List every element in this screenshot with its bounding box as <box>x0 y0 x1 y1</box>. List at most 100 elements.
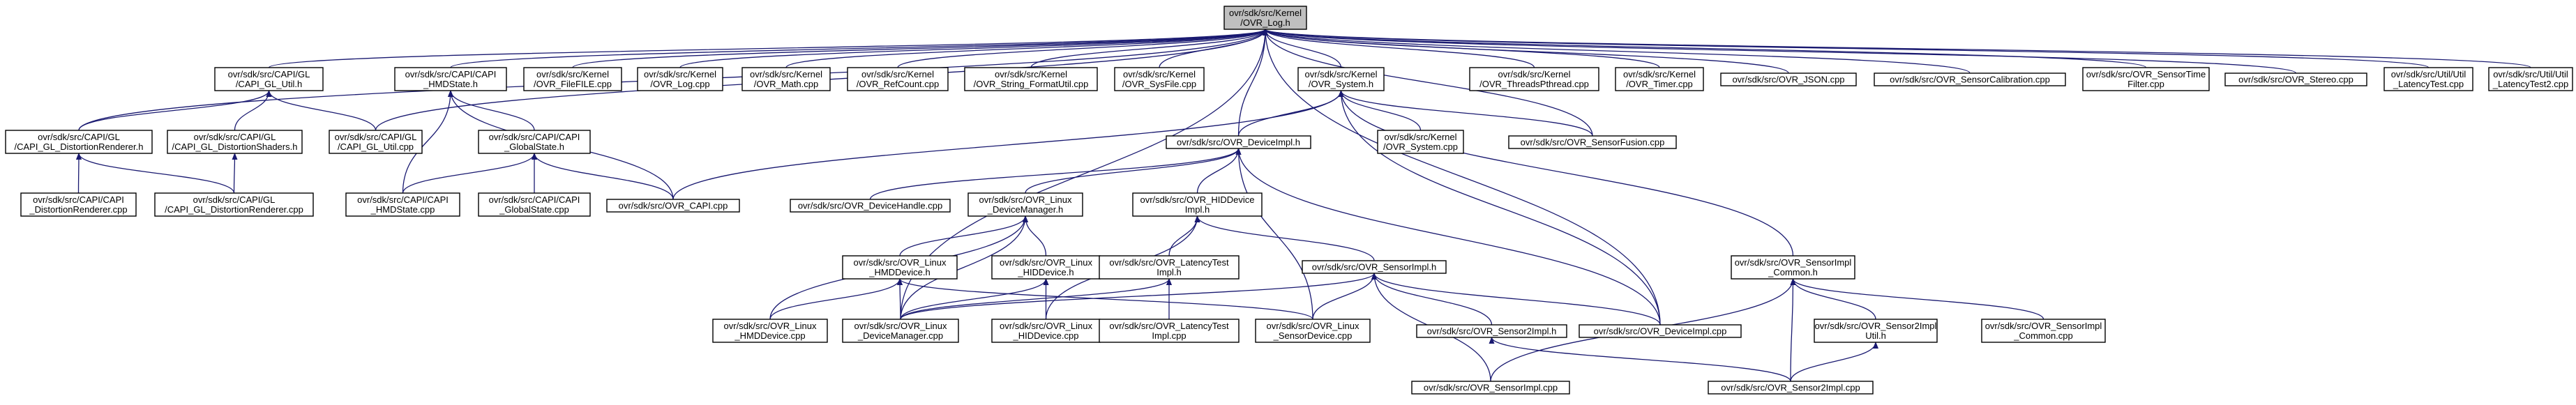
node-box[interactable] <box>1223 6 1307 30</box>
node-sensor2impl_h[interactable]: ovr/sdk/src/OVR_Sensor2Impl.h <box>1416 324 1567 338</box>
node-box[interactable] <box>847 67 949 91</box>
node-ovr_timer_cpp[interactable]: ovr/sdk/src/Kernel/OVR_Timer.cpp <box>1615 67 1704 91</box>
node-box[interactable] <box>1411 381 1570 395</box>
node-capi_globalstate_h[interactable]: ovr/sdk/src/CAPI/CAPI_GlobalState.h <box>478 130 591 154</box>
node-label: ovr/sdk/src/Kernel <box>995 69 1067 79</box>
node-ovr_math_cpp[interactable]: ovr/sdk/src/Kernel/OVR_Math.cpp <box>741 67 831 91</box>
node-box[interactable] <box>329 130 423 154</box>
node-box[interactable] <box>1731 255 1855 280</box>
node-box[interactable] <box>214 67 324 91</box>
node-sensorimpl_common_cpp[interactable]: ovr/sdk/src/OVR_SensorImpl_Common.cpp <box>1981 319 2106 343</box>
node-box[interactable] <box>20 192 137 217</box>
node-box[interactable] <box>712 319 828 343</box>
node-ovr_log_cpp[interactable]: ovr/sdk/src/Kernel/OVR_Log.cpp <box>637 67 723 91</box>
node-box[interactable] <box>1708 381 1874 395</box>
node-capi_gl_distortionrenderer_h[interactable]: ovr/sdk/src/CAPI/GL/CAPI_GL_DistortionRe… <box>5 130 153 154</box>
node-sensorimpl_cpp[interactable]: ovr/sdk/src/OVR_SensorImpl.cpp <box>1411 381 1570 395</box>
node-box[interactable] <box>967 192 1083 217</box>
node-box[interactable] <box>1615 67 1704 91</box>
node-box[interactable] <box>154 192 314 217</box>
node-box[interactable] <box>1099 319 1240 343</box>
node-sensorimpl_common_h[interactable]: ovr/sdk/src/OVR_SensorImpl_Common.h <box>1731 255 1855 280</box>
node-box[interactable] <box>606 199 740 213</box>
node-box[interactable] <box>1981 319 2106 343</box>
node-capi_gl_util_cpp[interactable]: ovr/sdk/src/CAPI/GL/CAPI_GL_Util.cpp <box>329 130 423 154</box>
node-box[interactable] <box>637 67 723 91</box>
node-capi_globalstate_cpp[interactable]: ovr/sdk/src/CAPI/CAPI_GlobalState.cpp <box>478 192 591 217</box>
node-capi_hmdstate_cpp[interactable]: ovr/sdk/src/CAPI/CAPI_HMDState.cpp <box>345 192 460 217</box>
node-root[interactable]: ovr/sdk/src/Kernel/OVR_Log.h <box>1223 6 1307 30</box>
node-box[interactable] <box>394 67 507 91</box>
node-util_latencytest2_cpp[interactable]: ovr/sdk/src/Util/Util_LatencyTest2.cpp <box>2488 67 2573 91</box>
node-ovr_deviceimpl_cpp[interactable]: ovr/sdk/src/OVR_DeviceImpl.cpp <box>1579 324 1742 338</box>
node-box[interactable] <box>2224 72 2367 86</box>
node-box[interactable] <box>842 319 959 343</box>
node-ovr_capi_cpp[interactable]: ovr/sdk/src/OVR_CAPI.cpp <box>606 199 740 213</box>
node-sensorimpl_h[interactable]: ovr/sdk/src/OVR_SensorImpl.h <box>1302 260 1447 274</box>
node-box[interactable] <box>523 67 622 91</box>
node-box[interactable] <box>1255 319 1371 343</box>
node-linux_hmddevice_h[interactable]: ovr/sdk/src/OVR_Linux_HMDDevice.h <box>842 255 958 280</box>
node-box[interactable] <box>2488 67 2573 91</box>
node-box[interactable] <box>478 192 591 217</box>
node-box[interactable] <box>964 67 1098 91</box>
node-box[interactable] <box>1508 135 1677 149</box>
node-linux_hiddevice_cpp[interactable]: ovr/sdk/src/OVR_Linux_HIDDevice.cpp <box>991 319 1101 343</box>
node-box[interactable] <box>790 199 951 213</box>
node-box[interactable] <box>345 192 460 217</box>
node-box[interactable] <box>991 319 1101 343</box>
node-linux_devicemanager_h[interactable]: ovr/sdk/src/OVR_Linux_DeviceManager.h <box>967 192 1083 217</box>
node-ovr_stereo_cpp[interactable]: ovr/sdk/src/OVR_Stereo.cpp <box>2224 72 2367 86</box>
node-box[interactable] <box>991 255 1101 280</box>
node-ovr_devicehandle_cpp[interactable]: ovr/sdk/src/OVR_DeviceHandle.cpp <box>790 199 951 213</box>
node-box[interactable] <box>478 130 591 154</box>
node-ovr_filefile_cpp[interactable]: ovr/sdk/src/Kernel/OVR_FileFILE.cpp <box>523 67 622 91</box>
node-box[interactable] <box>1114 67 1205 91</box>
node-util_latencytest_cpp[interactable]: ovr/sdk/src/Util/Util_LatencyTest.cpp <box>2383 67 2473 91</box>
node-capi_gl_util_h[interactable]: ovr/sdk/src/CAPI/GL/CAPI_GL_Util.h <box>214 67 324 91</box>
node-ovr_string_formatutil_cpp[interactable]: ovr/sdk/src/Kernel/OVR_String_FormatUtil… <box>964 67 1098 91</box>
node-label: /CAPI_GL_Util.cpp <box>338 142 414 152</box>
node-ovr_refcount_cpp[interactable]: ovr/sdk/src/Kernel/OVR_RefCount.cpp <box>847 67 949 91</box>
node-sensor2impl_cpp[interactable]: ovr/sdk/src/OVR_Sensor2Impl.cpp <box>1708 381 1874 395</box>
node-box[interactable] <box>1099 255 1240 280</box>
node-ovr_system_h[interactable]: ovr/sdk/src/Kernel/OVR_System.h <box>1297 67 1385 91</box>
node-box[interactable] <box>741 67 831 91</box>
node-ovr_deviceimpl_h[interactable]: ovr/sdk/src/OVR_DeviceImpl.h <box>1166 135 1311 149</box>
node-ovr_sysfile_cpp[interactable]: ovr/sdk/src/Kernel/OVR_SysFile.cpp <box>1114 67 1205 91</box>
node-ovr_sensorcalibration_cpp[interactable]: ovr/sdk/src/OVR_SensorCalibration.cpp <box>1874 72 2066 86</box>
node-capi_distortionrenderer_cpp[interactable]: ovr/sdk/src/CAPI/CAPI_DistortionRenderer… <box>20 192 137 217</box>
node-box[interactable] <box>842 255 958 280</box>
node-ovr_threadspthread_cpp[interactable]: ovr/sdk/src/Kernel/OVR_ThreadsPthread.cp… <box>1469 67 1599 91</box>
node-box[interactable] <box>1874 72 2066 86</box>
node-box[interactable] <box>1814 319 1938 343</box>
node-ovr_json_cpp[interactable]: ovr/sdk/src/OVR_JSON.cpp <box>1720 72 1857 86</box>
node-box[interactable] <box>1469 67 1599 91</box>
node-box[interactable] <box>1579 324 1742 338</box>
node-box[interactable] <box>2082 67 2210 91</box>
node-box[interactable] <box>5 130 153 154</box>
node-linux_sensordevice_cpp[interactable]: ovr/sdk/src/OVR_Linux_SensorDevice.cpp <box>1255 319 1371 343</box>
node-capi_gl_distortionrenderer_cpp[interactable]: ovr/sdk/src/CAPI/GL/CAPI_GL_DistortionRe… <box>154 192 314 217</box>
node-box[interactable] <box>1416 324 1567 338</box>
node-ovr_system_cpp[interactable]: ovr/sdk/src/Kernel/OVR_System.cpp <box>1377 130 1464 154</box>
node-box[interactable] <box>1166 135 1311 149</box>
node-ovr_sensorfusion_cpp[interactable]: ovr/sdk/src/OVR_SensorFusion.cpp <box>1508 135 1677 149</box>
node-linux_hmddevice_cpp[interactable]: ovr/sdk/src/OVR_Linux_HMDDevice.cpp <box>712 319 828 343</box>
node-box[interactable] <box>1377 130 1464 154</box>
node-box[interactable] <box>1720 72 1857 86</box>
node-capi_hmdstate_h[interactable]: ovr/sdk/src/CAPI/CAPI_HMDState.h <box>394 67 507 91</box>
node-box[interactable] <box>2383 67 2473 91</box>
node-linux_hiddevice_h[interactable]: ovr/sdk/src/OVR_Linux_HIDDevice.h <box>991 255 1101 280</box>
node-box[interactable] <box>167 130 303 154</box>
node-linux_devicemanager_cpp[interactable]: ovr/sdk/src/OVR_Linux_DeviceManager.cpp <box>842 319 959 343</box>
node-capi_gl_distortionshaders_h[interactable]: ovr/sdk/src/CAPI/GL/CAPI_GL_DistortionSh… <box>167 130 303 154</box>
node-box[interactable] <box>1132 192 1263 217</box>
node-box[interactable] <box>1302 260 1447 274</box>
node-box[interactable] <box>1297 67 1385 91</box>
